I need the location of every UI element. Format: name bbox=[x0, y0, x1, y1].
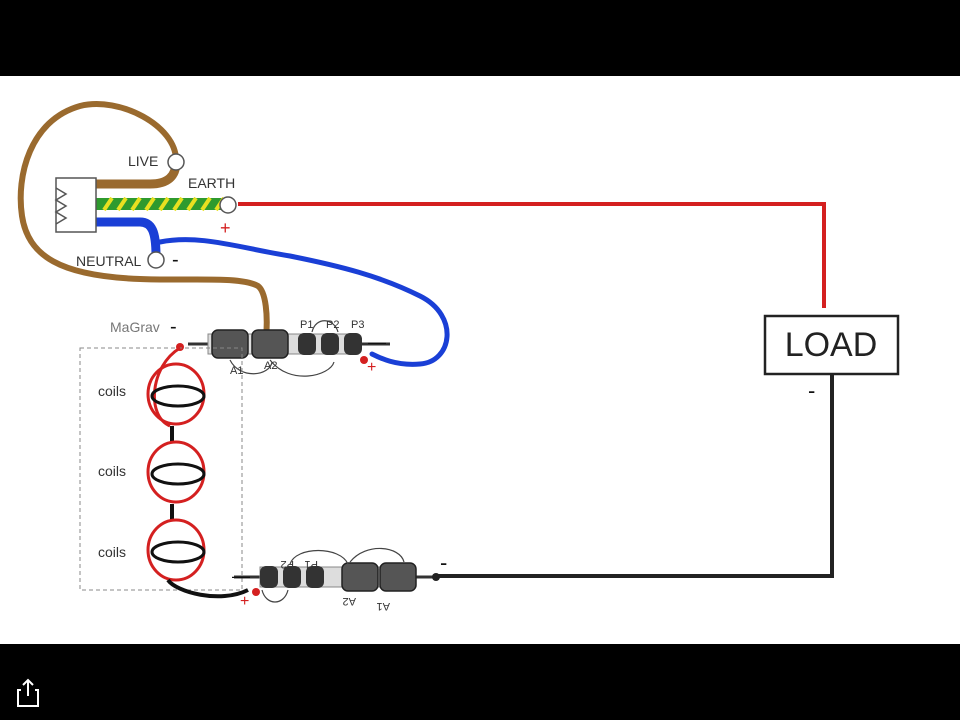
lower-magrav-unit bbox=[234, 547, 440, 603]
magrav-label: MaGrav bbox=[110, 319, 160, 335]
wiring-diagram: LIVE EARTH NEUTRAL + - LOAD - MaGrav - P… bbox=[17, 101, 900, 612]
plug-body bbox=[55, 177, 97, 233]
lower-mirrored-labels: P2 P1 A2 A1 bbox=[281, 558, 390, 612]
magrav-minus-sign: - bbox=[170, 316, 177, 338]
neutral-label: NEUTRAL bbox=[76, 253, 142, 269]
lower-a2-label: A2 bbox=[343, 595, 356, 607]
coil-label-3: coils bbox=[98, 544, 126, 560]
lower-p1-label: P1 bbox=[305, 558, 318, 570]
share-icon[interactable] bbox=[14, 678, 42, 708]
lower-p2-label: P2 bbox=[281, 558, 294, 570]
earth-plus-sign: + bbox=[220, 218, 231, 238]
neutral-wire bbox=[157, 237, 450, 367]
load-box bbox=[763, 314, 900, 376]
upper-a1-label: A1 bbox=[230, 365, 243, 377]
diagram-canvas: LIVE EARTH NEUTRAL + - LOAD - MaGrav - P… bbox=[0, 76, 960, 644]
earth-terminal bbox=[219, 196, 237, 214]
upper-p2-label: P2 bbox=[326, 319, 339, 331]
load-minus-sign: - bbox=[808, 378, 815, 403]
coil-label-1: coils bbox=[98, 383, 126, 399]
neutral-terminal bbox=[147, 251, 165, 269]
upper-minus-sign: — bbox=[368, 332, 386, 352]
upper-p3-label: P3 bbox=[351, 319, 364, 331]
upper-magrav-unit bbox=[176, 320, 390, 377]
coil-enclosure bbox=[79, 347, 243, 591]
upper-a2-label: A2 bbox=[264, 360, 277, 372]
black-wire bbox=[436, 374, 834, 578]
live-label: LIVE bbox=[128, 153, 158, 169]
red-wire bbox=[238, 202, 826, 308]
upper-p1-label: P1 bbox=[300, 319, 313, 331]
coil-stack bbox=[146, 346, 249, 599]
viewer-top-bar bbox=[0, 0, 960, 76]
coil-label-2: coils bbox=[98, 463, 126, 479]
neutral-minus-sign: - bbox=[172, 249, 179, 271]
plug-zigzag bbox=[54, 187, 68, 225]
lower-plus-sign: + bbox=[240, 593, 249, 610]
viewer-bottom-bar bbox=[0, 644, 960, 720]
live-wire bbox=[17, 101, 270, 341]
load-label: LOAD bbox=[785, 326, 878, 364]
earth-label: EARTH bbox=[188, 175, 235, 191]
lower-minus-sign-left: — bbox=[232, 566, 250, 586]
live-terminal bbox=[167, 153, 185, 171]
upper-plus-sign: + bbox=[367, 359, 376, 376]
lower-minus-sign-right: - bbox=[440, 550, 447, 575]
lower-a1-label: A1 bbox=[377, 600, 390, 612]
neutral-wire-stub bbox=[96, 217, 161, 257]
